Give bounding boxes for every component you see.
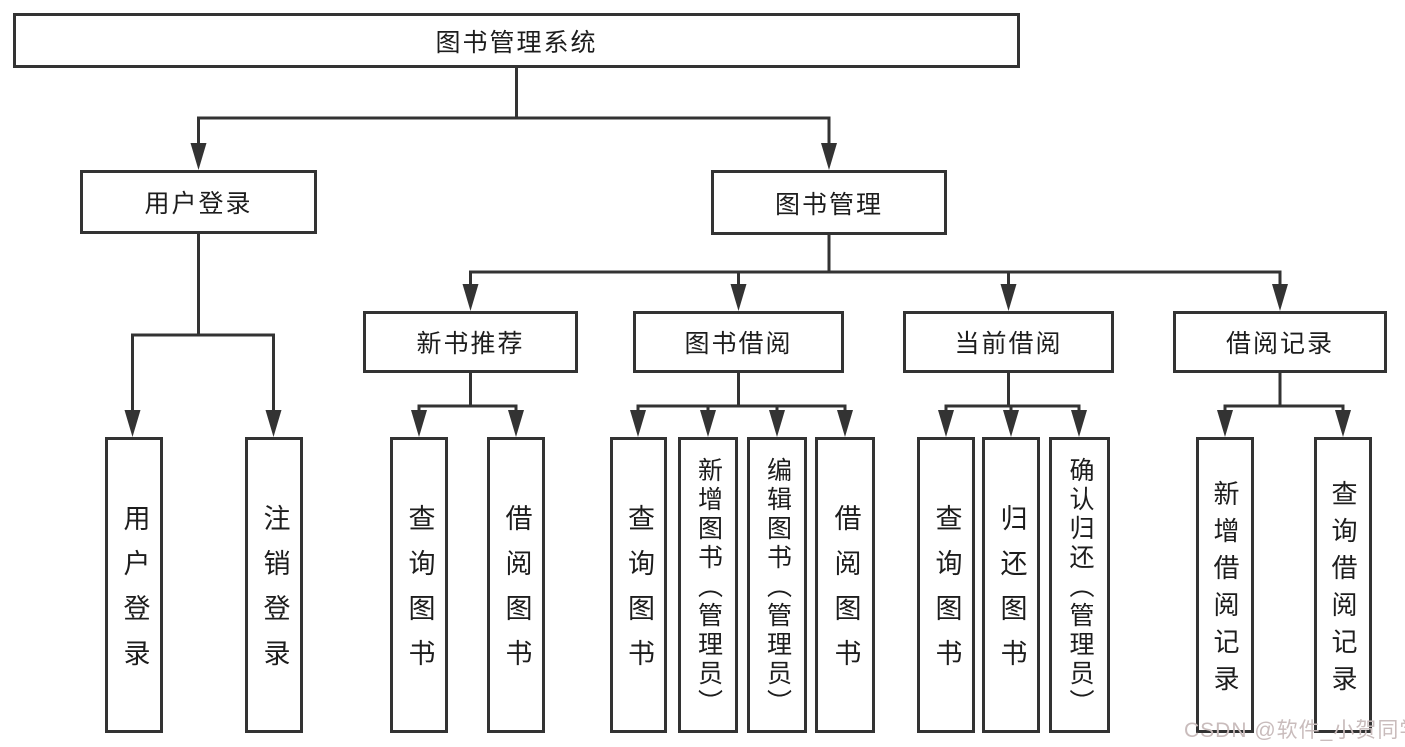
leaf-query-borrow-record-label: 查询借阅记录 [1328,479,1358,702]
leaf-add-book-admin: 新增图书（管理员） [678,437,738,733]
node-library-system: 图书管理系统 [13,13,1020,68]
connector-borrowing-records-to-leaves [1217,371,1351,437]
leaf-query-book-1: 查询图书 [390,437,448,733]
node-borrowing-records-label: 借阅记录 [1225,330,1334,358]
arrowhead [1071,410,1087,437]
arrowhead [630,410,646,437]
arrowhead [1000,284,1017,311]
leaf-user-login: 用户登录 [105,437,163,733]
leaf-query-borrow-record: 查询借阅记录 [1314,437,1372,733]
arrowhead [265,410,282,437]
leaf-query-book-3-label: 查询图书 [931,504,962,684]
leaf-edit-book-admin-label: 编辑图书（管理员） [763,456,792,718]
arrowhead [190,143,207,170]
leaf-logout: 注销登录 [245,437,303,733]
node-book-borrowing-label: 图书借阅 [684,330,793,358]
arrowhead [938,410,954,437]
leaf-user-login-label: 用户登录 [119,504,150,684]
leaf-return-book: 归还图书 [982,437,1040,733]
leaf-borrow-book-2-label: 借阅图书 [830,504,861,684]
leaf-borrow-book-1: 借阅图书 [487,437,545,733]
arrowhead [769,410,785,437]
arrowhead [821,143,837,170]
csdn-watermark: CSDN @软件_小贺同学 [1184,719,1405,742]
leaf-return-book-label: 归还图书 [996,504,1027,684]
leaf-confirm-return-admin-label: 确认归还（管理员） [1066,456,1094,718]
node-library-system-label: 图书管理系统 [435,28,598,57]
node-new-book-recommend-label: 新书推荐 [416,330,525,358]
arrowhead [508,410,524,437]
node-new-book-recommend: 新书推荐 [363,311,578,373]
arrowhead [837,410,853,437]
arrowhead [730,284,747,311]
node-book-management-label: 图书管理 [774,190,883,219]
connector-root-to-level2 [190,66,837,170]
connector-user-login-to-leaves [124,231,282,437]
leaf-query-book-1-label: 查询图书 [404,504,435,684]
leaf-borrow-book-1-label: 借阅图书 [501,504,532,684]
node-book-management: 图书管理 [711,170,947,235]
leaf-add-borrow-record-label: 新增借阅记录 [1210,479,1240,702]
leaf-borrow-book-2: 借阅图书 [815,437,875,733]
arrowhead [700,410,716,437]
leaf-add-borrow-record: 新增借阅记录 [1196,437,1254,733]
node-user-login-branch-label: 用户登录 [144,190,253,218]
node-user-login-branch: 用户登录 [80,170,317,234]
connector-current-borrowing-to-leaves [938,371,1087,437]
node-borrowing-records: 借阅记录 [1173,311,1387,373]
connector-new-book-recommend-to-leaves [411,371,524,437]
leaf-query-book-3: 查询图书 [917,437,975,733]
leaf-query-book-2-label: 查询图书 [624,504,654,684]
arrowhead [1335,410,1351,437]
connector-book-management-to-level3 [462,233,1288,311]
leaf-confirm-return-admin: 确认归还（管理员） [1049,437,1110,733]
arrowhead [1217,410,1233,437]
leaf-query-book-2: 查询图书 [610,437,667,733]
arrowhead [411,410,427,437]
leaf-add-book-admin-label: 新增图书（管理员） [694,456,723,718]
connector-book-borrowing-to-leaves [630,371,853,437]
node-book-borrowing: 图书借阅 [633,311,844,373]
arrowhead [124,410,141,437]
leaf-logout-label: 注销登录 [259,504,290,684]
node-current-borrowing-label: 当前借阅 [954,330,1063,358]
leaf-edit-book-admin: 编辑图书（管理员） [747,437,807,733]
arrowhead [462,284,479,311]
node-current-borrowing: 当前借阅 [903,311,1114,373]
arrowhead [1003,410,1019,437]
arrowhead [1272,284,1288,311]
